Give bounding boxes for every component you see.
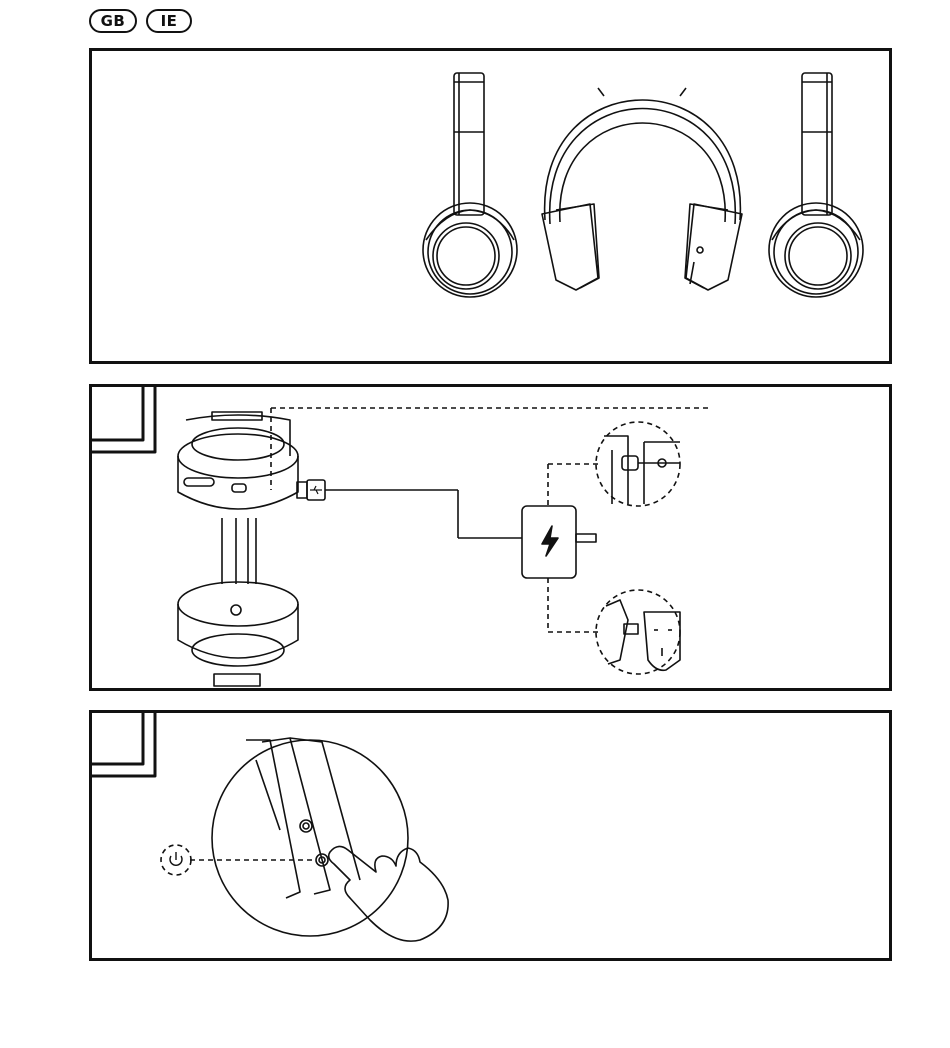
panel-charging [89, 384, 892, 691]
step-number-box [89, 384, 155, 452]
usb-cable [297, 480, 522, 538]
usb-icon [310, 486, 322, 494]
step-number-frame [89, 384, 143, 440]
step-number-frame [89, 710, 143, 764]
lightning-icon [542, 526, 558, 556]
language-badge-ie: IE [146, 9, 192, 33]
power-icon [170, 852, 182, 865]
power-adapter [522, 506, 596, 578]
detail-magnifier-circle [212, 740, 408, 936]
headphone-side-view-right [769, 73, 863, 297]
headphones-folded [178, 412, 298, 686]
hand-icon [329, 846, 448, 941]
panel-power-on [89, 710, 892, 961]
power-on-illustration [89, 710, 892, 961]
headphone-side-view-left [423, 73, 517, 297]
eu-plug-icon [604, 436, 680, 504]
headphone-front-view [542, 88, 742, 290]
headphones-overview-illustration [89, 48, 892, 364]
charging-illustration [89, 384, 892, 691]
language-badge-gb-label: GB [101, 12, 126, 30]
step-number-box [89, 710, 155, 776]
panel-overview [89, 48, 892, 364]
dashed-leaders [161, 845, 316, 875]
language-badge-ie-label: IE [161, 12, 178, 30]
language-badge-gb: GB [89, 9, 137, 33]
